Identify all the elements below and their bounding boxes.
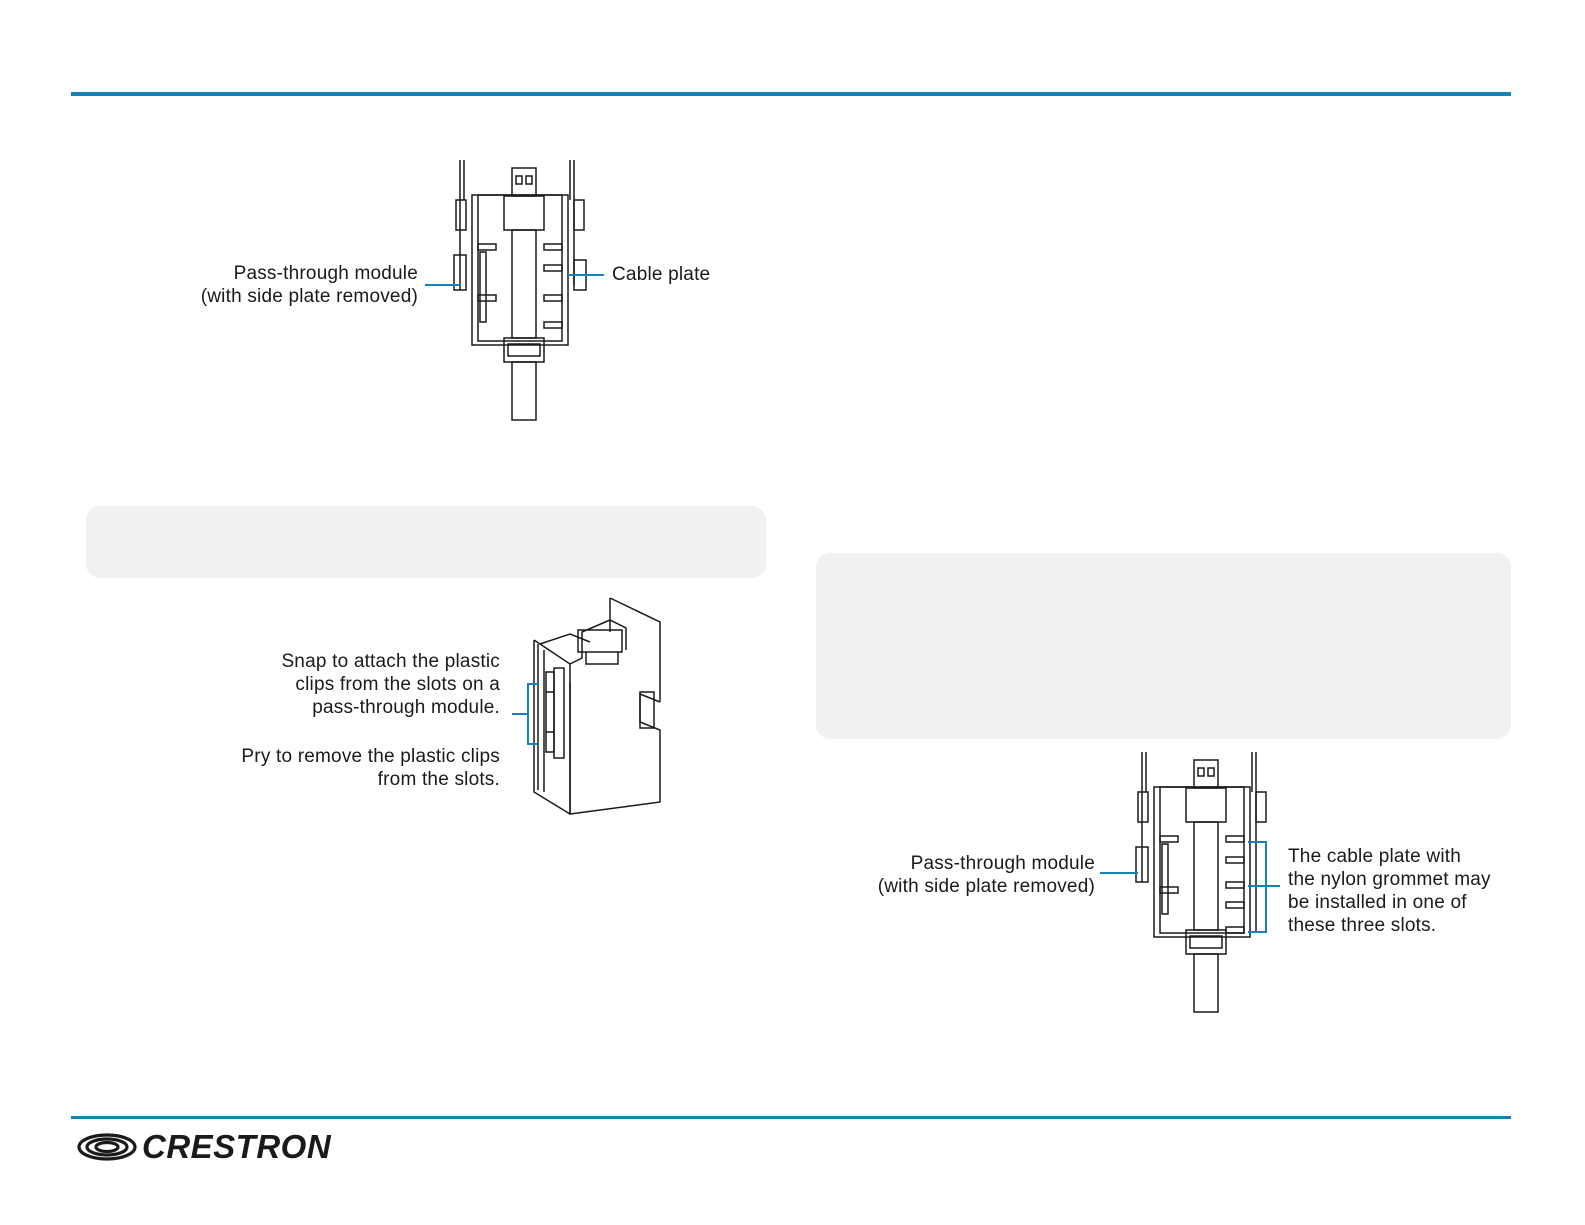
- label-snap-attach: Snap to attach the plastic clips from th…: [281, 651, 500, 718]
- crestron-logo: CRESTRON: [76, 1128, 366, 1166]
- leader-line-plate: [568, 274, 604, 276]
- clip-bracket: [512, 683, 538, 745]
- note-callout-left: [86, 506, 766, 578]
- label-pass-through-module-2: Pass-through module (with side plate rem…: [877, 853, 1095, 897]
- note-callout-right: [816, 553, 1511, 739]
- footer-rule: [71, 1116, 1511, 1119]
- header-rule: [71, 92, 1511, 96]
- label-three-slots: The cable plate with the nylon grommet m…: [1288, 846, 1491, 936]
- figure-plastic-clip-diagram: [533, 597, 661, 815]
- label-pass-through-module: Pass-through module (with side plate rem…: [200, 263, 418, 307]
- leader-line-module-2: [1100, 872, 1138, 874]
- slot-bracket: [1248, 841, 1280, 933]
- figure-slot-diagram: [1135, 752, 1267, 1013]
- label-pry-remove: Pry to remove the plastic clips from the…: [241, 746, 500, 790]
- leader-line-module: [425, 284, 461, 286]
- logo-wordmark: CRESTRON: [142, 1128, 332, 1165]
- label-cable-plate: Cable plate: [612, 264, 711, 285]
- crestron-swirl-icon: [77, 1133, 137, 1161]
- figure-cable-plate-diagram: [453, 160, 587, 421]
